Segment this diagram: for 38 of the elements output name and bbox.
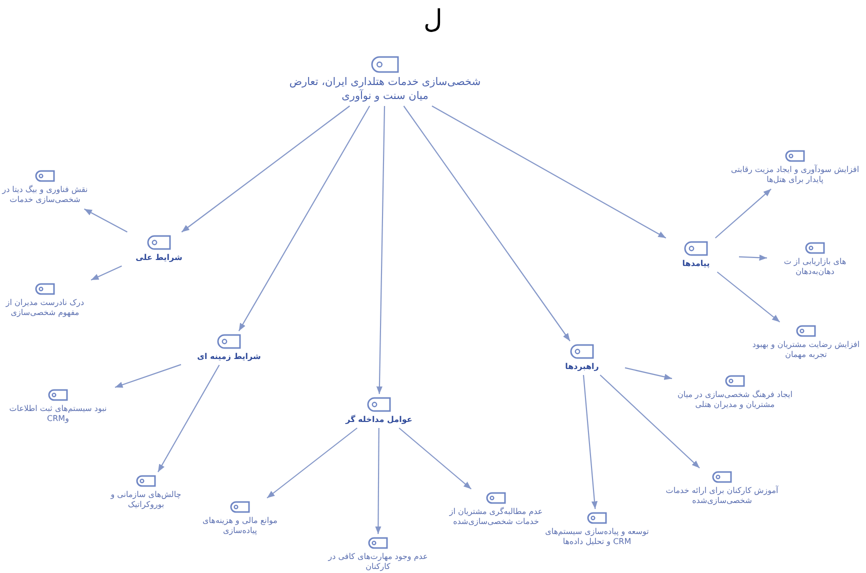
arrow <box>376 106 386 394</box>
category-label: شرایط زمینه ای <box>197 352 261 362</box>
arrow <box>600 374 700 468</box>
node-label: نقش فناوری و بیگ دیتا در شخصی‌سازی خدمات <box>1 185 89 206</box>
node-label: عدم وجود مهارت‌های کافی در کارکنان <box>328 552 428 573</box>
node-label: درک نادرست مدیران از مفهوم شخصی‌سازی <box>4 298 86 319</box>
arrow <box>158 364 220 472</box>
node-label: آموزش کارکنان برای ارائه خدمات شخصی‌سازی‌شده <box>664 486 780 507</box>
arrow <box>114 364 182 388</box>
arrow <box>403 106 570 342</box>
node-label: توسعه و پیاده‌سازی سیستم‌های CRM و تحلیل داده‌ها <box>544 527 650 548</box>
node-label: چالش‌های سازمانی و بوروکراتیک <box>109 490 182 511</box>
arrow <box>181 106 350 232</box>
arrow <box>716 272 780 322</box>
node-label: نبود سیستم‌های ثبت اطلاعات وCRM <box>8 404 108 425</box>
arrow <box>90 266 122 280</box>
node-label: افزایش رضایت مشتریان و بهبود تجربه مهمان <box>751 340 861 361</box>
node-label: ایجاد فرهنگ شخصی‌سازی در میان مشتریان و مدیران هتلی <box>676 390 794 411</box>
category-label: عوامل مداخله گر <box>346 415 412 426</box>
node-label: های بازاریابی از ت دهان‌به‌دهان <box>782 257 848 278</box>
node-label: افزایش سودآوری و ایجاد مزیت رقابتی پایدار برای هتل‌ها <box>730 165 860 186</box>
arrow <box>238 106 370 332</box>
category-label: شرایط علی <box>136 253 182 264</box>
arrow <box>738 254 768 261</box>
arrow <box>398 428 472 490</box>
arrow <box>375 428 382 534</box>
arrow <box>432 106 666 238</box>
arrow <box>714 188 772 238</box>
arrow <box>624 367 672 380</box>
category-label: راهبردها <box>565 362 599 372</box>
topic-title: شخصی‌سازی خدمات هتلداری ایران، تعارض میان سنت و نوآوری <box>288 76 482 104</box>
node-label: عدم مطالبه‌گری مشتریان از خدمات شخصی‌سازی‌شده <box>448 507 544 528</box>
category-label: پیامدها <box>682 259 710 270</box>
node-label: موانع مالی و هزینه‌های پیاده‌سازی <box>202 516 278 537</box>
arrow <box>84 208 128 232</box>
arrow <box>266 428 358 498</box>
diagram-title: ل <box>424 4 442 35</box>
arrow <box>582 374 598 510</box>
